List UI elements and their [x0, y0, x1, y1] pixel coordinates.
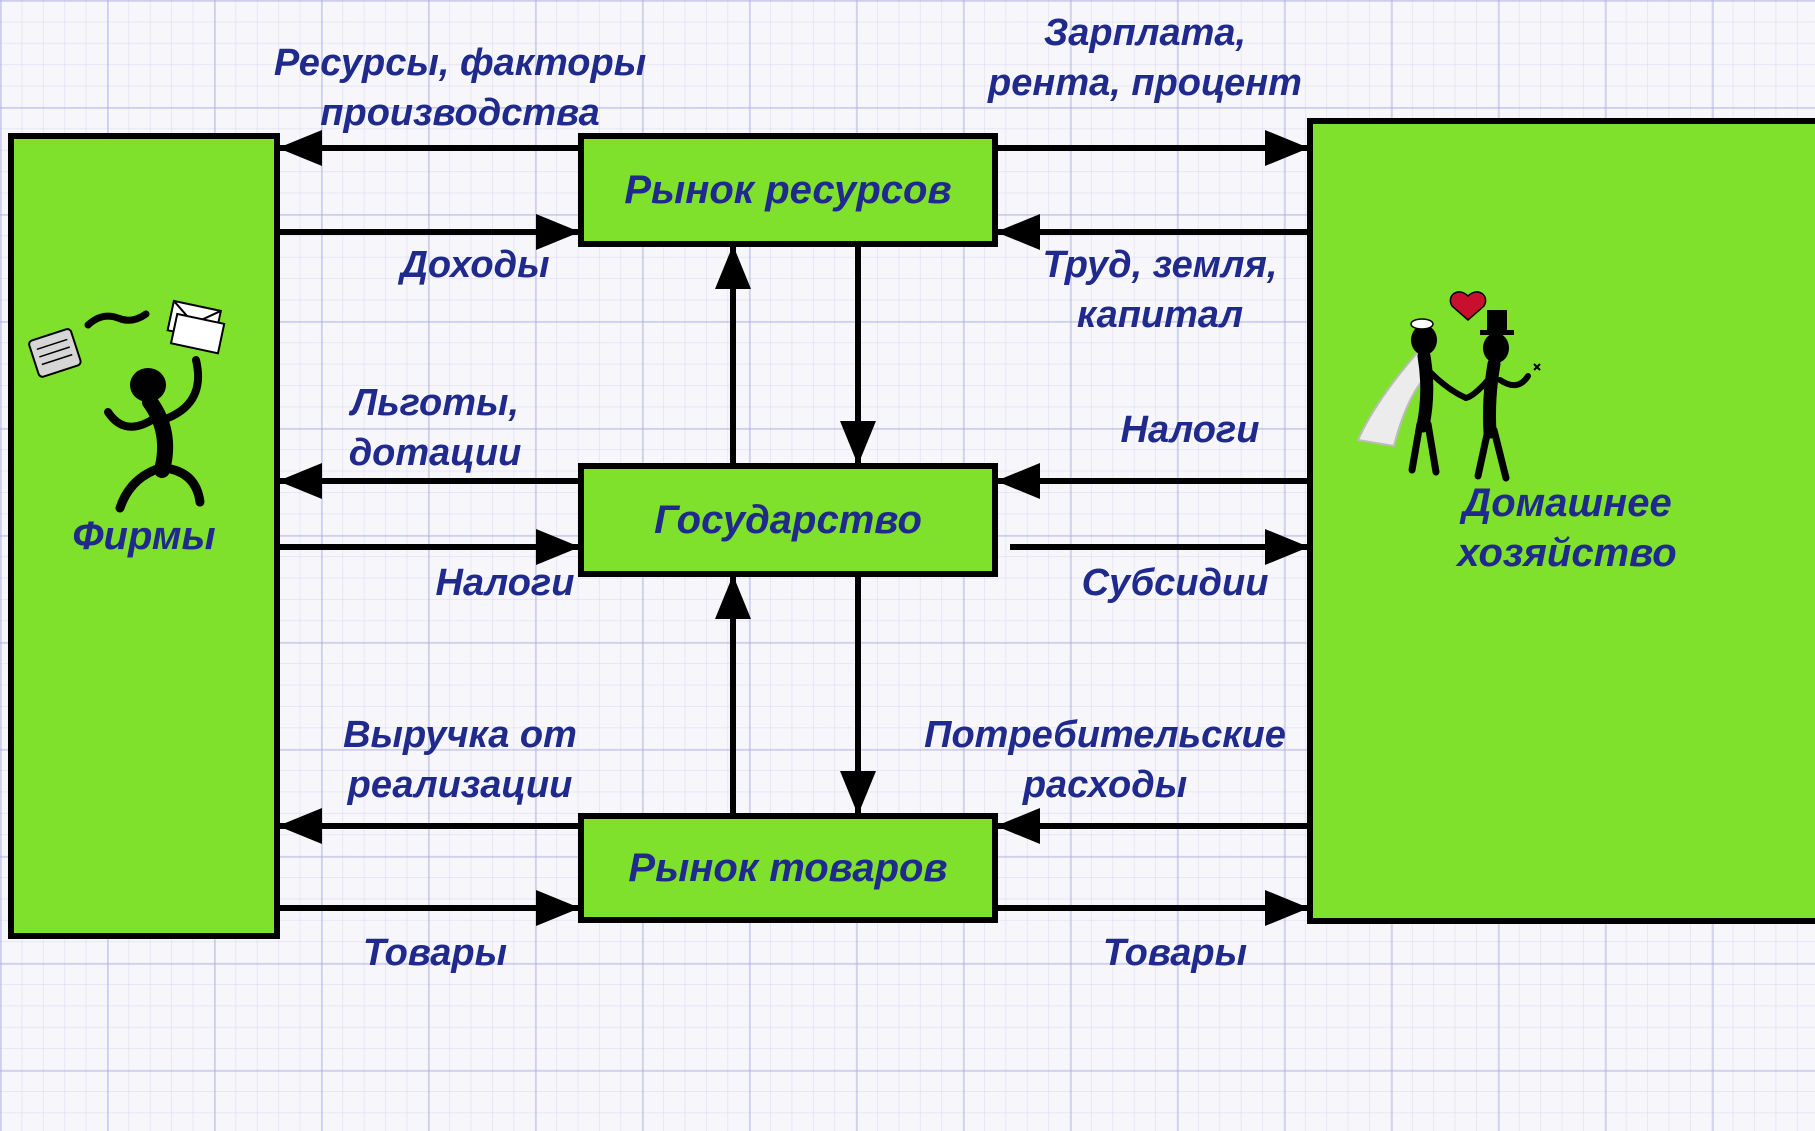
household-box: [1307, 118, 1815, 924]
government-box: [578, 463, 998, 577]
label-taxes-firms: Налоги: [435, 562, 575, 604]
heart-icon: [1449, 291, 1487, 321]
juggler-icon: [28, 299, 226, 513]
household-label: Домашнее хозяйство: [1307, 478, 1815, 578]
government-label: Государство: [654, 498, 922, 542]
label-wages: Зарплата, рента, процент: [988, 12, 1302, 104]
goods-market-box: [578, 813, 998, 923]
household-label-line1: Домашнее: [1462, 481, 1672, 525]
label-goods-left: Товары: [362, 932, 508, 974]
resource-market-label: Рынок ресурсов: [624, 168, 952, 212]
couple-icon: [1356, 291, 1541, 482]
label-taxes-household: Налоги: [1120, 409, 1260, 451]
label-resources-factors: Ресурсы, факторы производства: [273, 42, 647, 134]
label-goods-right: Товары: [1102, 932, 1248, 974]
label-revenue: Выручка от реализации: [343, 714, 577, 806]
label-benefits: Льготы, дотации: [348, 382, 522, 474]
household-label-line2: хозяйство: [1457, 531, 1677, 575]
firms-box: [8, 133, 280, 939]
label-consumer-spending: Потребительские расходы: [924, 714, 1286, 806]
goods-market-label: Рынок товаров: [628, 846, 948, 890]
firms-label: Фирмы: [72, 514, 216, 558]
resource-market-box: [578, 133, 998, 247]
label-subsidies: Субсидии: [1081, 562, 1269, 604]
label-incomes: Доходы: [400, 244, 550, 286]
label-labor: Труд, земля, капитал: [1042, 244, 1278, 336]
